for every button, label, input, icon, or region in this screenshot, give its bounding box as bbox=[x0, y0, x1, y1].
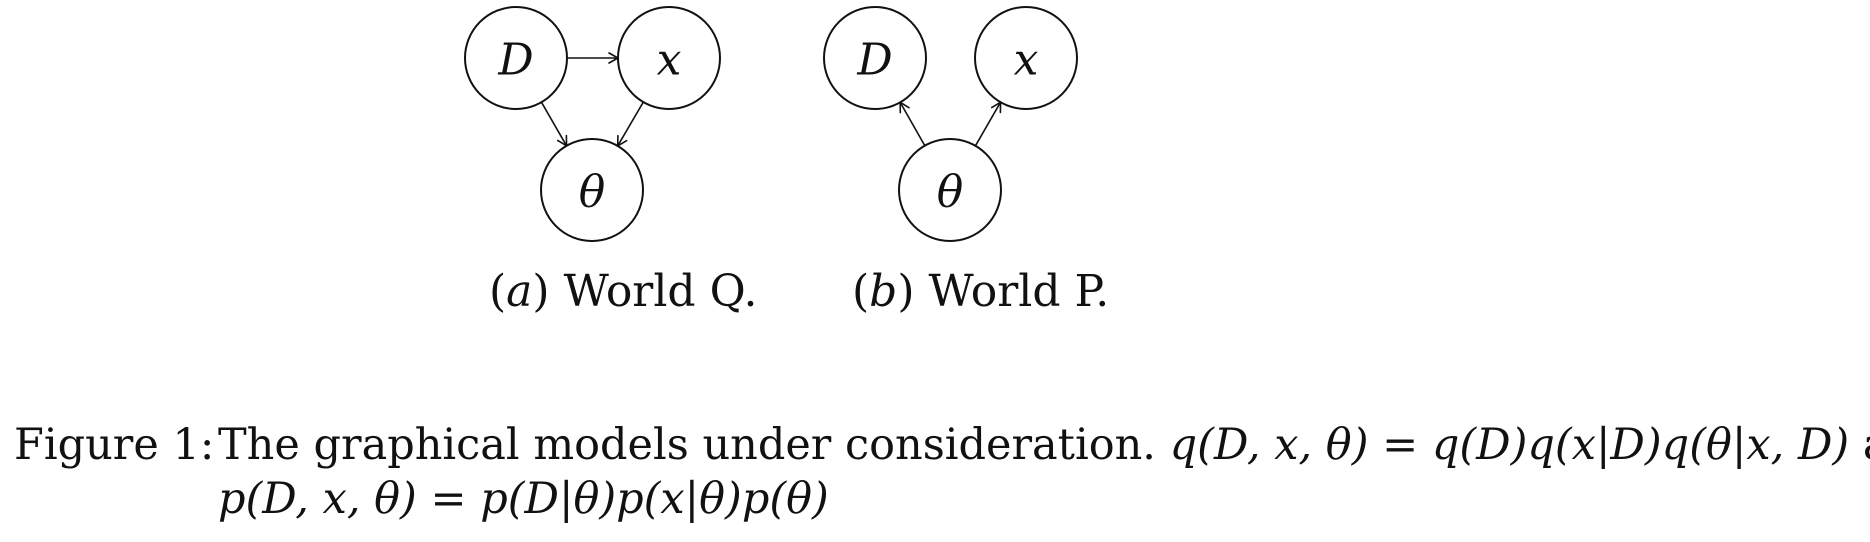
node-circle bbox=[464, 6, 568, 110]
node-x-a: x bbox=[617, 6, 721, 110]
node-circle bbox=[823, 6, 927, 110]
node-circle bbox=[898, 138, 1002, 242]
node-d-a: D bbox=[464, 6, 568, 110]
node-label: x bbox=[657, 35, 682, 86]
edge-theta-to-d-line bbox=[899, 101, 926, 147]
node-circle bbox=[617, 6, 721, 110]
node-x-b: x bbox=[974, 6, 1078, 110]
edge-x-to-theta-a bbox=[616, 101, 644, 147]
node-d-b: D bbox=[823, 6, 927, 110]
subcaption-b: (b) World P. bbox=[852, 266, 1109, 317]
subcaption-close-paren: ) bbox=[532, 266, 549, 317]
node-label: θ bbox=[937, 167, 964, 218]
subcaption-a: (a) World Q. bbox=[489, 266, 757, 317]
subcaption-close-paren: ) bbox=[897, 266, 914, 317]
subcaption-open-paren: ( bbox=[489, 266, 506, 317]
figure-caption: Figure 1: The graphical models under con… bbox=[14, 418, 1870, 526]
subcaption-title: World P. bbox=[929, 266, 1110, 317]
edge-theta-to-x-b bbox=[974, 101, 1002, 147]
node-theta-a: θ bbox=[540, 138, 644, 242]
caption-text: The graphical models under consideration… bbox=[218, 420, 1156, 470]
subcaption-letter: a bbox=[506, 266, 532, 317]
edge-theta-to-d-b bbox=[899, 101, 926, 147]
node-circle bbox=[540, 138, 644, 242]
subcaption-letter: b bbox=[869, 266, 897, 317]
edge-d-to-theta-a bbox=[540, 101, 568, 147]
caption-formula-p: p(D, x, θ) = p(D|θ)p(x|θ)p(θ) bbox=[218, 474, 829, 524]
node-label: x bbox=[1014, 35, 1039, 86]
edge-x-to-theta-line bbox=[617, 101, 644, 147]
caption-formula-q: q(D, x, θ) = q(D)q(x|D)q(θ|x, D) bbox=[1169, 420, 1850, 470]
caption-label: Figure 1: bbox=[14, 420, 215, 470]
node-label: D bbox=[856, 35, 892, 86]
edge-theta-to-x-line bbox=[974, 101, 1002, 147]
node-circle bbox=[974, 6, 1078, 110]
caption-joiner: and bbox=[1863, 420, 1870, 470]
node-label: D bbox=[497, 35, 533, 86]
edge-d-to-theta-line bbox=[540, 101, 568, 147]
edge-d-to-x-a bbox=[567, 52, 619, 64]
node-label: θ bbox=[579, 167, 606, 218]
node-theta-b: θ bbox=[898, 138, 1002, 242]
subcaption-title: World Q. bbox=[564, 266, 758, 317]
subcaption-open-paren: ( bbox=[852, 266, 869, 317]
